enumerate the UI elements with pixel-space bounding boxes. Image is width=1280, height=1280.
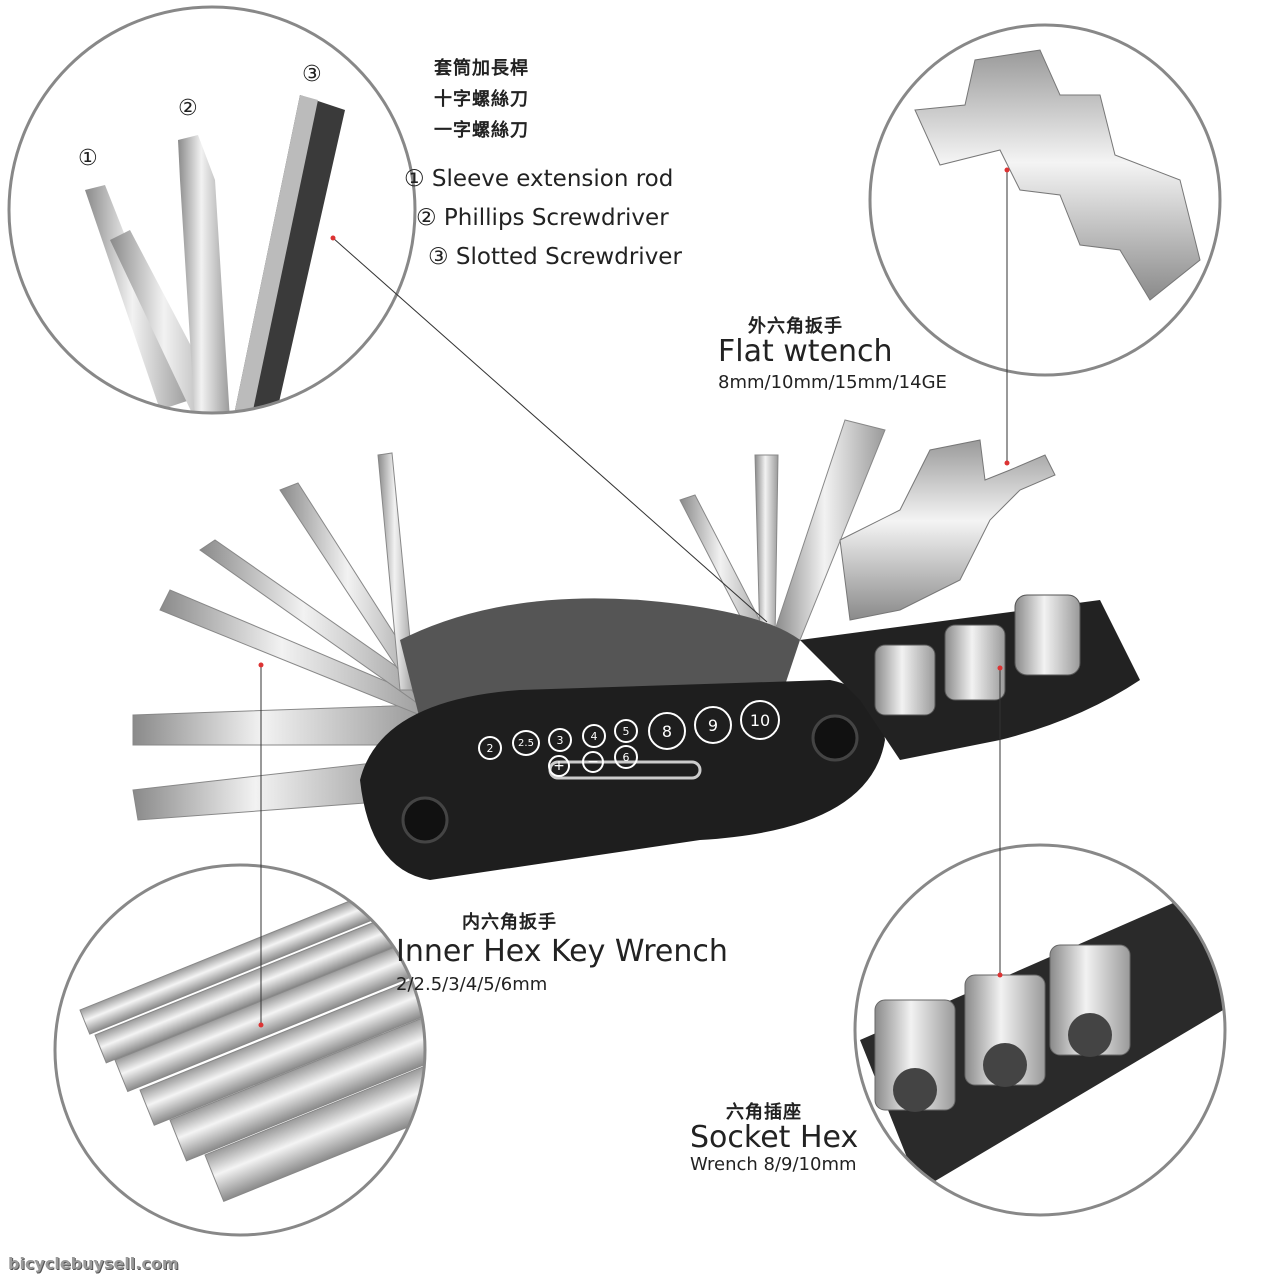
cjk-phillips: 十字螺絲刀 bbox=[434, 89, 529, 110]
cjk-sleeve-rod: 套筒加長桿 bbox=[434, 58, 529, 79]
hex-key-title: Inner Hex Key Wrench bbox=[396, 934, 728, 969]
cjk-slotted: 一字螺絲刀 bbox=[434, 120, 529, 141]
watermark: bicyclebuysell.com bbox=[8, 1254, 179, 1273]
multi-tool bbox=[132, 419, 1140, 880]
cjk-socket: 六角插座 bbox=[726, 1102, 802, 1123]
size-badge-2-5: 2.5 bbox=[512, 730, 540, 756]
flat-wrench-title: Flat wtench bbox=[718, 334, 893, 369]
slotted-badge: − bbox=[582, 751, 604, 773]
hex-key-sizes: 2/2.5/3/4/5/6mm bbox=[396, 974, 548, 995]
size-badge-10: 10 bbox=[740, 700, 780, 740]
marker-2: ② bbox=[178, 96, 198, 121]
size-badge-2: 2 bbox=[478, 736, 502, 760]
size-badge-8: 8 bbox=[648, 712, 686, 750]
hex-key-detail-circle bbox=[55, 865, 425, 1235]
screwdriver-detail-circle bbox=[9, 7, 415, 413]
cjk-flat-wrench: 外六角扳手 bbox=[748, 316, 843, 337]
socket-title: Socket Hex bbox=[690, 1120, 859, 1155]
cjk-hex-key: 内六角扳手 bbox=[462, 912, 557, 933]
phillips-badge: + bbox=[548, 755, 570, 777]
flat-wrench-detail-circle bbox=[870, 25, 1220, 375]
size-badge-3: 3 bbox=[548, 728, 572, 752]
flat-wrench-sizes: 8mm/10mm/15mm/14GE bbox=[718, 372, 947, 393]
size-badge-5: 5 bbox=[614, 719, 638, 743]
size-badge-4: 4 bbox=[582, 724, 606, 748]
socket-detail-circle bbox=[855, 845, 1225, 1215]
label-slotted-screwdriver: ③ Slotted Screwdriver bbox=[428, 244, 682, 270]
marker-3: ③ bbox=[302, 62, 322, 87]
callout-lines bbox=[260, 170, 1008, 1025]
size-badge-6: 6 bbox=[614, 745, 638, 769]
label-phillips-screwdriver: ② Phillips Screwdriver bbox=[416, 205, 669, 231]
size-badge-9: 9 bbox=[694, 706, 732, 744]
label-sleeve-extension-rod: ① Sleeve extension rod bbox=[404, 166, 674, 192]
marker-1: ① bbox=[78, 146, 98, 171]
socket-sizes: Wrench 8/9/10mm bbox=[690, 1154, 857, 1175]
